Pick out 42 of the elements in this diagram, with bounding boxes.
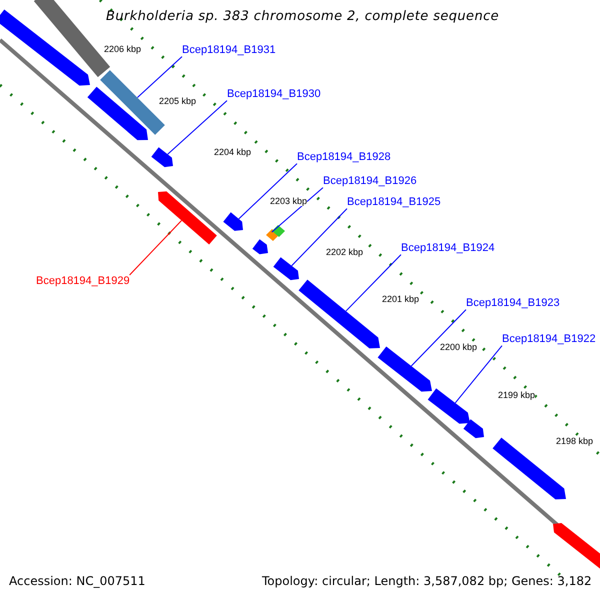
accession-text: Accession: NC_007511 bbox=[9, 575, 146, 589]
gene-label: Bcep18194_B1928 bbox=[297, 151, 391, 164]
gene-feature bbox=[158, 191, 217, 244]
position-label: 2200 kbp bbox=[440, 342, 478, 352]
leader-line bbox=[291, 208, 348, 266]
gene-feature bbox=[252, 239, 268, 254]
position-label: 2201 kbp bbox=[382, 294, 420, 304]
leader-line bbox=[136, 56, 182, 98]
position-label: 2199 kbp bbox=[498, 390, 536, 400]
position-label: 2198 kbp bbox=[556, 436, 594, 446]
gene-feature bbox=[87, 86, 148, 140]
gene-feature bbox=[0, 10, 90, 86]
leader-line bbox=[167, 100, 228, 155]
gene-feature bbox=[223, 212, 243, 231]
gene-label: Bcep18194_B1925 bbox=[347, 196, 441, 209]
gene-feature bbox=[378, 346, 432, 392]
title: Burkholderia sp. 383 chromosome 2, complete sequence bbox=[106, 10, 500, 25]
gene-feature bbox=[151, 147, 173, 168]
position-label: 2205 kbp bbox=[159, 96, 196, 106]
feature-marker bbox=[266, 225, 285, 241]
position-label: 2206 kbp bbox=[104, 44, 142, 54]
leader-line bbox=[410, 309, 466, 366]
gene-label: Bcep18194_B1931 bbox=[182, 44, 276, 57]
position-label: 2202 kbp bbox=[326, 247, 364, 258]
leader-line bbox=[345, 254, 402, 312]
gene-label: Bcep18194_B1924 bbox=[401, 242, 495, 255]
gene-label: Bcep18194_B1923 bbox=[466, 297, 560, 310]
gene-label: Bcep18194_B1930 bbox=[227, 88, 321, 101]
gene-label: Bcep18194_B1922 bbox=[502, 333, 596, 346]
leader-line bbox=[129, 220, 182, 276]
gene-label: Bcep18194_B1929 bbox=[36, 275, 130, 288]
genome-info-text: Topology: circular; Length: 3,587,082 bp; Genes: 3,182 bbox=[262, 575, 592, 589]
gene-feature bbox=[428, 388, 470, 424]
position-label: 2203 kbp bbox=[270, 196, 308, 206]
position-label: 2204 kbp bbox=[214, 147, 252, 158]
gene-feature bbox=[553, 523, 600, 570]
leader-line bbox=[238, 163, 298, 220]
gene-feature bbox=[463, 419, 484, 438]
gene-label: Bcep18194_B1926 bbox=[323, 175, 417, 188]
leader-line bbox=[454, 345, 502, 404]
gene-feature bbox=[273, 257, 299, 280]
gene-feature bbox=[298, 280, 380, 348]
